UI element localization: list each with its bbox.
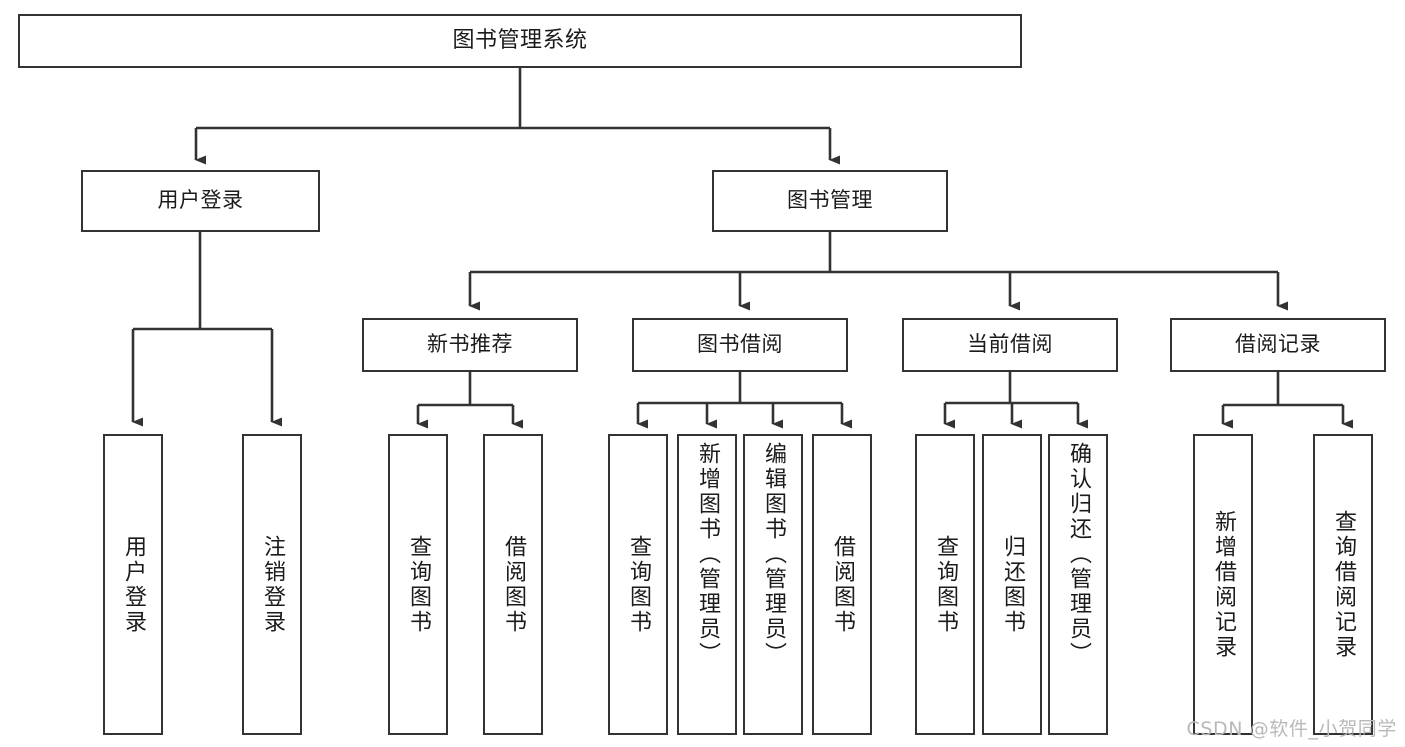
leaf-query-book-1-label: 查询图书 [406, 534, 431, 635]
leaf-logout-label: 注销登录 [260, 534, 285, 635]
node-current-borrow[interactable]: 当前借阅 [902, 318, 1118, 372]
leaf-query-book-3[interactable]: 查询图书 [915, 434, 975, 735]
leaf-edit-book-admin[interactable]: 编辑图书（管理员） [743, 434, 803, 735]
leaf-query-book-1[interactable]: 查询图书 [388, 434, 448, 735]
node-user-login[interactable]: 用户登录 [81, 170, 320, 232]
node-book-management[interactable]: 图书管理 [712, 170, 948, 232]
node-root-label: 图书管理系统 [452, 27, 588, 53]
node-book-management-label: 图书管理 [787, 188, 873, 213]
node-borrow-records-label: 借阅记录 [1235, 332, 1321, 357]
leaf-add-book-admin[interactable]: 新增图书（管理员） [677, 434, 737, 735]
node-book-borrow[interactable]: 图书借阅 [632, 318, 848, 372]
node-user-login-label: 用户登录 [157, 188, 244, 213]
leaf-add-borrow-record-label: 新增借阅记录 [1211, 509, 1236, 660]
leaf-return-book-label: 归还图书 [1000, 534, 1025, 635]
leaf-borrow-book-1[interactable]: 借阅图书 [483, 434, 543, 735]
leaf-user-login[interactable]: 用户登录 [103, 434, 163, 735]
node-book-borrow-label: 图书借阅 [697, 332, 783, 357]
node-new-book-recommend[interactable]: 新书推荐 [362, 318, 578, 372]
leaf-borrow-book-1-label: 借阅图书 [501, 534, 526, 635]
leaf-user-login-label: 用户登录 [121, 534, 146, 635]
leaf-confirm-return-admin[interactable]: 确认归还（管理员） [1048, 434, 1108, 735]
leaf-edit-book-admin-label: 编辑图书（管理员） [761, 442, 786, 667]
watermark: CSDN @软件_小贺同学 [1186, 718, 1397, 740]
leaf-borrow-book-2-label: 借阅图书 [830, 534, 855, 635]
leaf-query-book-2-label: 查询图书 [626, 534, 651, 635]
leaf-borrow-book-2[interactable]: 借阅图书 [812, 434, 872, 735]
node-root[interactable]: 图书管理系统 [18, 14, 1022, 68]
leaf-confirm-return-admin-label: 确认归还（管理员） [1066, 442, 1091, 667]
leaf-query-book-2[interactable]: 查询图书 [608, 434, 668, 735]
leaf-query-borrow-record-label: 查询借阅记录 [1331, 509, 1356, 660]
leaf-query-book-3-label: 查询图书 [933, 534, 958, 635]
leaf-add-book-admin-label: 新增图书（管理员） [695, 442, 720, 667]
node-borrow-records[interactable]: 借阅记录 [1170, 318, 1386, 372]
node-new-book-recommend-label: 新书推荐 [427, 332, 513, 357]
leaf-logout[interactable]: 注销登录 [242, 434, 302, 735]
leaf-add-borrow-record[interactable]: 新增借阅记录 [1193, 434, 1253, 735]
leaf-return-book[interactable]: 归还图书 [982, 434, 1042, 735]
node-current-borrow-label: 当前借阅 [967, 332, 1053, 357]
leaf-query-borrow-record[interactable]: 查询借阅记录 [1313, 434, 1373, 735]
